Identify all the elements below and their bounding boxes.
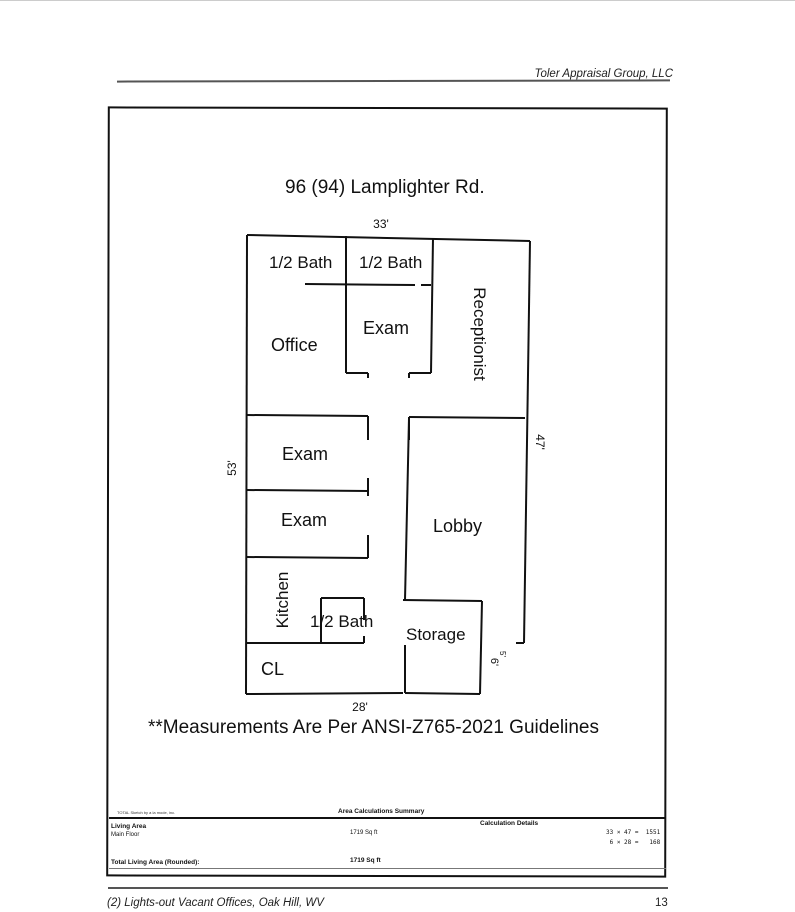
total-rule [109,868,666,869]
wall-top [246,234,531,242]
living-area-label: Living Area [111,823,147,830]
dimension-storage-side-small: 5' [498,651,507,657]
room-label-exam-3: Exam [281,510,327,530]
dimension-top: 33' [373,217,389,231]
wall-right [523,240,531,644]
calculation-line: 33 × 47 = 1551 [606,829,661,836]
room-label-half-bath-1: 1/2 Bath [269,253,332,272]
footer-page-number: 13 [655,897,668,909]
calculation-details-title: Calculation Details [480,820,539,827]
wall-left [245,234,248,695]
wall-exam-divider [246,489,369,492]
area-summary-title: Area Calculations Summary [338,808,425,815]
wall-receptionist-bottom [408,416,526,419]
wall-lobby-left [404,417,410,601]
dimension-bottom: 28' [352,700,368,714]
room-label-exam-2: Exam [282,444,328,464]
top-edge-line [0,0,795,1]
wall-office-bottom [246,414,369,417]
room-label-storage: Storage [406,625,466,644]
wall-storage-bottom [404,692,481,695]
area-summary-rule [109,817,666,819]
floor-plan-walls [245,234,531,695]
room-label-half-bath-3: 1/2 Bath [310,612,373,631]
sketch-software-credit: TOTAL Sketch by a la mode, inc. [117,810,176,815]
dimension-left: 53' [225,460,239,476]
room-label-lobby: Lobby [433,516,482,536]
wall-storage-top [402,599,483,602]
room-label-receptionist: Receptionist [470,287,489,381]
wall-bath-bottom [304,283,416,286]
calculation-line: 6 × 28 = 168 [606,839,661,846]
footer-report-title: (2) Lights-out Vacant Offices, Oak Hill,… [107,897,324,909]
main-floor-sqft: 1719 Sq ft [350,830,378,836]
header-company-name: Toler Appraisal Group, LLC [534,68,674,80]
wall-storage-right [479,600,483,695]
room-label-half-bath-2: 1/2 Bath [359,253,422,272]
room-label-kitchen: Kitchen [273,572,292,629]
wall-bath-receptionist-divider [430,237,434,374]
property-address-title: 96 (94) Lamplighter Rd. [285,177,485,198]
wall-exam-bottom [246,556,369,559]
room-label-exam-1: Exam [363,318,409,338]
footer-rule [108,887,668,889]
main-floor-label: Main Floor [111,832,140,838]
wall-bottom-left [245,692,404,695]
total-living-area-label: Total Living Area (Rounded): [111,859,200,866]
room-label-office: Office [271,335,318,355]
total-living-area-sqft: 1719 Sq ft [350,857,381,864]
measurement-guidelines-note: **Measurements Are Per ANSI-Z765-2021 Gu… [148,717,599,738]
dimension-right: 47' [533,434,547,450]
dimension-storage-side: 6' [488,658,500,666]
room-label-cl: CL [261,659,284,679]
